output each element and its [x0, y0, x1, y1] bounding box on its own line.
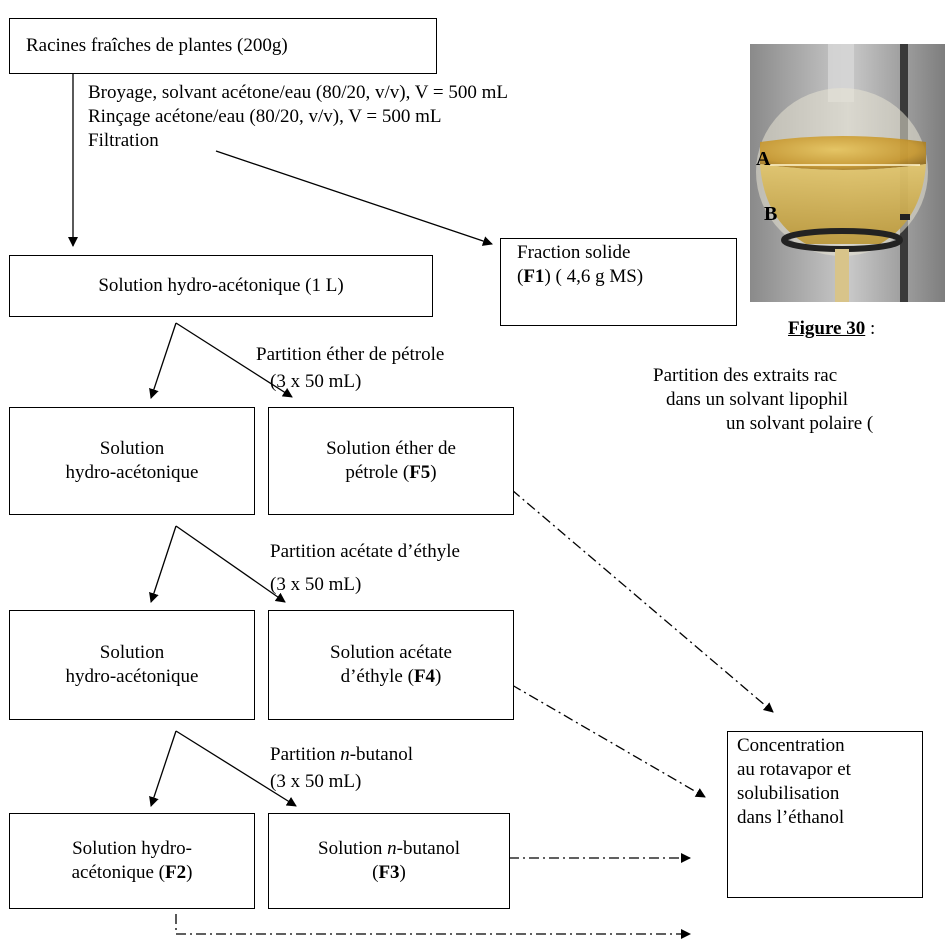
node-f3-line1: Solution n-butanol: [318, 838, 460, 859]
node-f2-line1: Solution hydro-: [72, 838, 192, 859]
node-hydro3-line2: hydro-acétonique: [65, 666, 199, 687]
node-hydro2-line2: hydro-acétonique: [65, 462, 199, 483]
separatory-funnel-photo: [750, 44, 945, 302]
figure-number: Figure 30: [788, 318, 866, 339]
node-f4-line1: Solution acétate: [330, 642, 452, 663]
figure-caption-line1: Partition des extraits rac: [653, 365, 838, 386]
step-partition-ether-volume: (3 x 50 mL): [270, 371, 362, 392]
node-f4: Solution acétate d’éthyle (F4): [268, 610, 514, 720]
code-f5: F5: [409, 462, 431, 483]
node-racines: Racines fraîches de plantes (200g): [9, 18, 437, 74]
arrow-hydro3-to-f2: [149, 730, 177, 807]
arrow-hydro2-to-f4: [175, 525, 286, 603]
node-conc-line4: dans l’éthanol: [737, 807, 845, 828]
funnel-label-b: B: [764, 203, 778, 225]
step-partition-acetate: Partition acétate d’éthyle: [270, 541, 460, 562]
node-f2-line2: acétonique (F2): [71, 862, 193, 883]
node-f5: Solution éther de pétrole (F5): [268, 407, 514, 515]
node-racines-label: Racines fraîches de plantes (200g): [26, 35, 288, 56]
arrow-hydro1-to-f5: [175, 322, 293, 398]
node-conc-line3: solubilisation: [737, 783, 840, 804]
node-conc-line2: au rotavapor et: [737, 759, 851, 780]
funnel-label-a: A: [756, 148, 771, 170]
node-f1-line2: (F1) ( 4,6 g MS): [517, 266, 644, 287]
separatory-funnel-illustration: [750, 44, 945, 302]
arrow-filtration-to-f1: [215, 150, 493, 246]
step-filtration: Filtration: [88, 130, 159, 151]
step-partition-butanol: Partition n-butanol: [270, 744, 414, 765]
node-concentration: Concentration au rotavapor et solubilisa…: [727, 731, 923, 898]
code-f4: F4: [413, 666, 436, 687]
node-hydro3-line1: Solution: [99, 642, 165, 663]
node-f3: Solution n-butanol (F3): [268, 813, 510, 909]
node-f1: Fraction solide (F1) ( 4,6 g MS): [500, 238, 737, 326]
step-partition-butanol-volume: (3 x 50 mL): [270, 771, 362, 792]
node-f2: Solution hydro- acétonique (F2): [9, 813, 255, 909]
arrow-hydro3-to-f3: [175, 730, 297, 807]
node-hydro-acetonique-2: Solution hydro-acétonique: [9, 407, 255, 515]
step-partition-acetate-volume: (3 x 50 mL): [270, 574, 362, 595]
node-hydro1-label: Solution hydro-acétonique (1 L): [98, 275, 344, 296]
dashed-arrow-f5-to-conc: [511, 489, 774, 713]
step-rincage: Rinçage acétone/eau (80/20, v/v), V = 50…: [88, 106, 442, 127]
step-broyage: Broyage, solvant acétone/eau (80/20, v/v…: [88, 82, 509, 103]
node-f1-line1: Fraction solide: [517, 242, 631, 263]
node-hydro-acetonique-1: Solution hydro-acétonique (1 L): [9, 255, 433, 317]
node-f3-line2: (F3): [372, 862, 406, 883]
node-f4-line2: d’éthyle (F4): [340, 666, 442, 687]
code-f3: F3: [378, 862, 400, 883]
node-conc-line1: Concentration: [737, 735, 845, 756]
step-partition-ether: Partition éther de pétrole: [256, 344, 445, 365]
arrow-hydro1-to-hydro2: [149, 322, 177, 399]
dashed-arrow-f2-to-conc: [175, 914, 691, 939]
dashed-arrow-f4-to-conc: [511, 684, 706, 798]
code-f1: F1: [523, 266, 545, 287]
figure-caption-line2: dans un solvant lipophil: [666, 389, 849, 410]
arrow-hydro2-to-hydro3: [149, 525, 177, 603]
figure-title: Figure 30 :: [788, 318, 876, 339]
node-f5-line2: pétrole (F5): [345, 462, 437, 483]
node-hydro2-line1: Solution: [99, 438, 165, 459]
node-hydro-acetonique-3: Solution hydro-acétonique: [9, 610, 255, 720]
code-f2: F2: [164, 862, 187, 883]
node-f5-line1: Solution éther de: [326, 438, 456, 459]
figure-caption-line3: un solvant polaire (: [726, 413, 874, 434]
